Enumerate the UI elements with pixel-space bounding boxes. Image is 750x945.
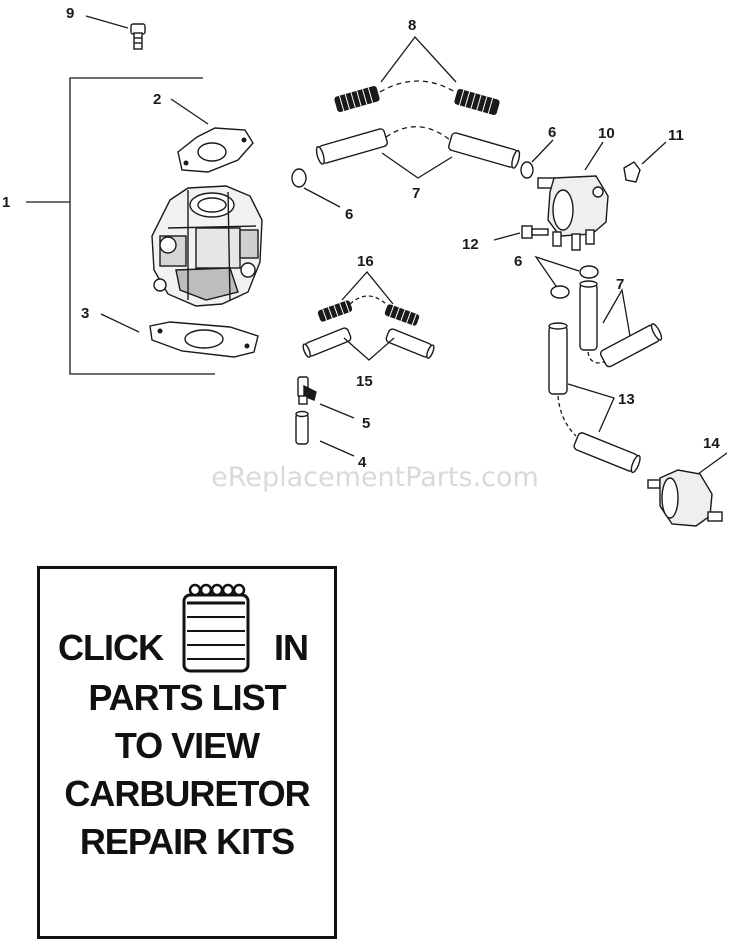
callout-2[interactable]: 2	[153, 91, 161, 108]
hose-15-right[interactable]	[385, 328, 435, 359]
connector-7b	[587, 351, 605, 364]
leader-16	[341, 270, 394, 305]
callout-5[interactable]: 5	[362, 415, 370, 432]
hose-7-angled[interactable]	[599, 323, 663, 368]
fuel-filter-14[interactable]	[647, 469, 723, 527]
connector-7	[385, 126, 451, 141]
leader-6a	[531, 139, 554, 163]
leader-8	[380, 35, 457, 83]
spring-16-right[interactable]	[384, 304, 420, 327]
bolt-12[interactable]	[521, 225, 549, 239]
leader-6c	[534, 255, 580, 287]
callout-8[interactable]: 8	[408, 17, 416, 34]
screw-9[interactable]	[130, 23, 146, 50]
callout-13[interactable]: 13	[618, 391, 635, 408]
clamp-6-left[interactable]	[291, 168, 307, 188]
connector-8	[379, 80, 456, 93]
leader-10	[584, 141, 604, 171]
leader-3	[100, 313, 140, 333]
notepad-icon[interactable]	[181, 581, 251, 673]
callout-15[interactable]: 15	[356, 373, 373, 390]
callout-6c[interactable]: 6	[514, 253, 522, 270]
callout-6b[interactable]: 6	[345, 206, 353, 223]
callout-6a[interactable]: 6	[548, 124, 556, 141]
hose-15-left[interactable]	[302, 327, 352, 358]
callout-14[interactable]: 14	[703, 435, 720, 452]
leader-7a	[381, 152, 453, 179]
callout-4[interactable]: 4	[358, 454, 367, 471]
spring-8-right[interactable]	[454, 88, 501, 116]
clamp-6-right[interactable]	[520, 161, 534, 179]
fuel-pump-10[interactable]	[537, 175, 609, 251]
clamp-6-lower-a[interactable]	[579, 265, 599, 279]
bracket-1	[69, 77, 215, 375]
kit-word-in: IN	[274, 627, 309, 668]
kit-line-carburetor: CARBURETOR	[64, 773, 310, 814]
callout-9[interactable]: 9	[66, 5, 74, 22]
callout-7a[interactable]: 7	[412, 185, 420, 202]
callout-10[interactable]: 10	[598, 125, 615, 142]
gasket-2[interactable]	[177, 127, 254, 173]
callout-11[interactable]: 11	[668, 127, 684, 144]
watermark: eReplacementParts.com	[211, 462, 539, 493]
connector-13	[557, 395, 577, 437]
callout-12[interactable]: 12	[462, 236, 479, 253]
pin-4[interactable]	[295, 410, 309, 445]
leader-13	[567, 383, 615, 433]
spring-16-left[interactable]	[317, 300, 353, 323]
carburetor[interactable]	[151, 185, 263, 307]
callout-1[interactable]: 1	[2, 194, 10, 211]
leader-14	[697, 452, 728, 475]
kit-line-parts-list: PARTS LIST	[88, 677, 286, 718]
callout-3[interactable]: 3	[81, 305, 89, 322]
leader-9	[85, 15, 129, 29]
kit-line-to-view: TO VIEW	[114, 725, 260, 766]
leader-7b	[602, 288, 631, 337]
leader-12	[493, 232, 521, 241]
fuel-line-13-angled[interactable]	[573, 432, 642, 474]
gasket-3[interactable]	[149, 321, 259, 358]
leader-15	[343, 337, 395, 361]
callout-16[interactable]: 16	[357, 253, 374, 270]
connector-16	[349, 295, 387, 305]
spring-8-left[interactable]	[334, 85, 381, 113]
leader-11	[641, 141, 667, 165]
kit-line-repair-kits: REPAIR KITS	[79, 821, 295, 862]
leader-2	[170, 98, 209, 125]
hose-7-vertical[interactable]	[579, 280, 598, 351]
leader-5	[319, 403, 355, 419]
leader-4	[319, 440, 355, 457]
hose-7-right[interactable]	[448, 132, 521, 169]
repair-kit-notice[interactable]: CLICK IN PARTS LIST TO VIEW CARBURETOR R…	[37, 566, 337, 939]
callout-7b[interactable]: 7	[616, 276, 624, 293]
fitting-5[interactable]	[297, 376, 317, 405]
clamp-6-lower-b[interactable]	[550, 285, 570, 299]
hose-7-left[interactable]	[315, 128, 388, 165]
fuel-line-13-vertical[interactable]	[548, 322, 568, 395]
leader-6b	[303, 187, 341, 208]
kit-word-click: CLICK	[58, 627, 164, 668]
clip-11[interactable]	[623, 161, 641, 183]
